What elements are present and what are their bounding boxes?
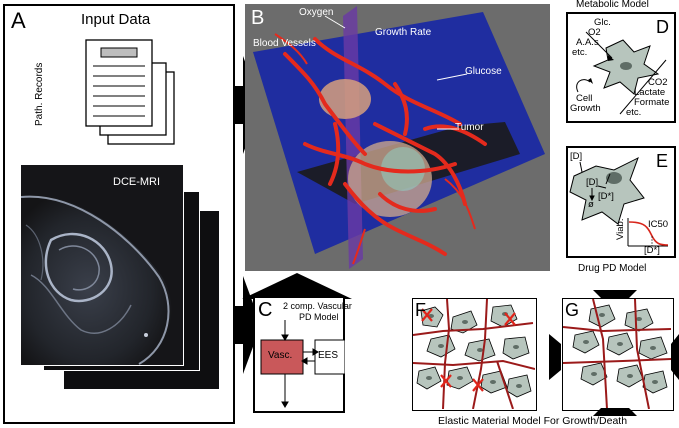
output-co2: CO2: [648, 77, 668, 88]
panel-e-caption: Drug PD Model: [578, 263, 647, 274]
panel-e-letter: E: [656, 151, 669, 171]
compression-arrows: [549, 290, 679, 416]
drug-active: [D*]: [598, 191, 614, 202]
panel-g-cell-growth: G: [562, 298, 674, 411]
output-etc: etc.: [626, 107, 642, 118]
panel-g-letter: G: [565, 300, 580, 320]
input-glc: Glc.: [594, 17, 611, 28]
panel-a-title: Input Data: [81, 11, 151, 28]
ees-compartment: EES: [318, 350, 339, 361]
drug-cell-diagram: [569, 156, 669, 247]
drug-inner: [D]: [586, 177, 599, 188]
cell-growth-1: Cell: [576, 93, 593, 104]
vasc-compartment: Vasc.: [268, 350, 293, 361]
label-oxygen: Oxygen: [299, 7, 334, 18]
label-glucose: Glucose: [465, 66, 502, 77]
cell-tissue-f: [413, 299, 535, 409]
panel-c-title-2: PD Model: [299, 312, 339, 322]
input-o2: O2: [588, 27, 601, 38]
arrow-c-to-b: [242, 273, 352, 299]
label-tumor: Tumor: [455, 122, 484, 133]
ic50-label: IC50: [648, 219, 669, 230]
label-blood-vessels: Blood Vessels: [253, 38, 316, 49]
drug-outer: [D]: [570, 151, 583, 162]
output-lactate: Lactate: [634, 87, 666, 98]
pathology-records-icon: [85, 39, 175, 145]
bottom-caption: Elastic Material Model For Growth/Death: [438, 415, 628, 427]
panel-d-metabolic-model: D Glc. O2 A.A.s etc. CO2 Lactate Formate…: [566, 12, 676, 123]
compartment-diagram: [260, 320, 345, 408]
mri-breast-image: [21, 194, 172, 365]
panel-c-vascular-pd-model: C 2 comp. Vascular PD Model Vasc. EES: [253, 296, 352, 413]
mri-slice-front: DCE-MRI: [20, 164, 184, 366]
mri-label: DCE-MRI: [113, 176, 161, 188]
panel-a-letter: A: [11, 8, 26, 33]
panel-c-title-1: 2 comp. Vascular: [283, 301, 352, 311]
panel-b-3d-model: B Oxygen Blood Vessels Growth Rate Gluco…: [245, 4, 550, 271]
label-growth-rate: Growth Rate: [375, 27, 432, 38]
panel-b-letter: B: [251, 7, 265, 29]
panel-a-input-data: A Input Data Path. Records: [3, 4, 235, 424]
tumor-3d-render: [253, 6, 545, 269]
panel-f-cell-death: F: [412, 298, 537, 411]
records-label: Path. Records: [34, 62, 45, 126]
cell-tissue-g: [563, 299, 672, 409]
cell-growth-2: Growth: [570, 103, 601, 114]
metabolic-cell-diagram: [576, 31, 667, 115]
panel-e-drug-pd-model: E [D] [D] [D*] ø IC50 Viab. [D*]: [566, 146, 676, 258]
input-etc: etc.: [572, 47, 588, 58]
viability-label: Viab.: [615, 218, 626, 240]
panel-d-letter: D: [656, 17, 669, 37]
panel-c-letter: C: [258, 299, 273, 321]
input-aas: A.A.s: [576, 37, 599, 48]
panel-d-caption: Metabolic Model: [576, 0, 649, 10]
drug-axis-label: [D*]: [644, 245, 660, 256]
panel-f-letter: F: [415, 300, 426, 320]
degraded-symbol: ø: [588, 199, 594, 210]
output-formate: Formate: [634, 97, 670, 108]
